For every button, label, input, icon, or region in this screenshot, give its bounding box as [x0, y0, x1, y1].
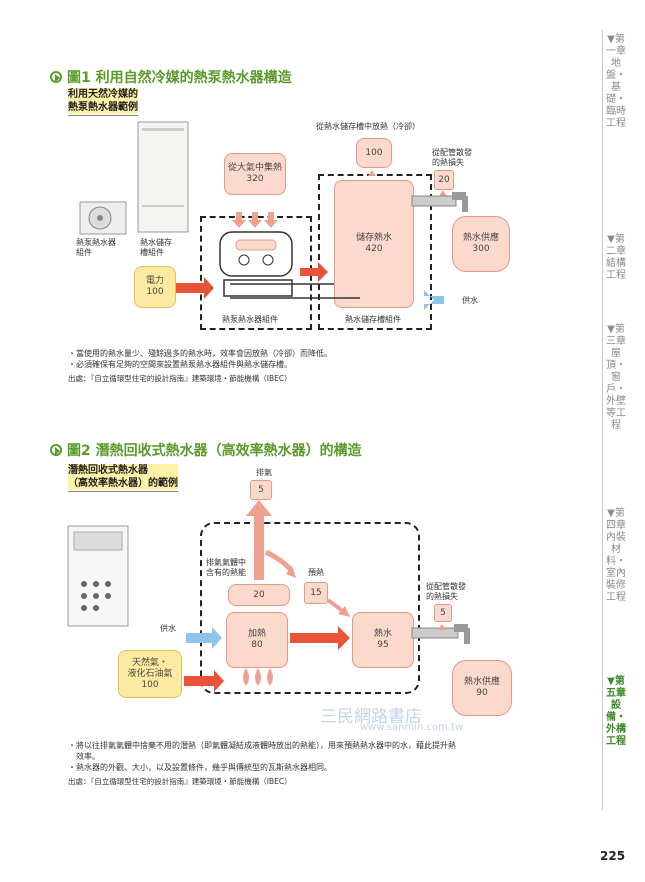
chapter-index-2[interactable]: ▼第二章 結構工程: [606, 234, 626, 281]
latent-heat-label: 排氣氣體中含有的熱能: [206, 558, 246, 577]
fig1-title: 圖1 利用自然冷媒的熱泵熱水器構造: [50, 67, 292, 87]
preheat-box: 15: [304, 582, 328, 604]
fig1-example-label: 利用天然冷媒的 熱泵熱水器範例: [68, 88, 138, 116]
chapter-index-1[interactable]: ▼第一章 地盤・基礎・臨時工程: [606, 34, 626, 129]
heat-pump-module-label: 熱泵熱水器組件: [222, 315, 278, 324]
chapter-index-3[interactable]: ▼第三章 屋頂・窗戶・外壁等工程: [606, 324, 626, 431]
fig2-pipe-loss-label: 從配管散發的熱損失: [426, 582, 466, 601]
heat-pump-unit-label: 熱泵熱水器組件: [76, 238, 116, 257]
watermark-url: www.sanmin.com.tw: [360, 722, 464, 733]
fig2-notes: ・將以往排氣氣體中捨棄不用的潛熱（即氣體凝結成液體時放出的熱能），用來預熱熱水器…: [68, 741, 456, 772]
preheat-label: 預熱: [308, 568, 324, 577]
chapter-index-4[interactable]: ▼第四章 內裝材料・室內裝修工程: [606, 508, 626, 603]
tank-heat-loss-label: 從熱水儲存槽中放熱（冷卻）: [316, 122, 420, 131]
fig1-pipe-loss-label: 從配管散發的熱損失: [432, 148, 472, 167]
fig2-source: 出處：『自立循環型住宅的設計指南』建築環境・節能機構（IBEC）: [68, 777, 292, 786]
watermark-text: 三民網路書店: [320, 707, 422, 727]
tank-heat-loss-box: 100: [356, 138, 392, 168]
heat-pump-illustration: [79, 121, 189, 235]
tank-module-label: 熱水儲存槽組件: [345, 315, 401, 324]
fig1-notes: ・當使用的熱水量少、殘餘過多的熱水時，效率會因放熱（冷卻）而降低。 ・必須確保有…: [68, 349, 332, 369]
fig2-pipe-loss-box: 5: [434, 604, 452, 622]
fig1-pipe-loss-box: 20: [434, 170, 454, 190]
side-index-divider: [602, 30, 603, 810]
fig2-water-in-label: 供水: [160, 624, 176, 633]
bullet-icon: [50, 71, 62, 83]
storage-unit-label: 熱水儲存槽組件: [140, 238, 172, 257]
fig1-source: 出處：『自立循環型住宅的設計指南』建築環境・節能機構（IBEC）: [68, 374, 292, 383]
fig1-water-supply-label: 供水: [462, 296, 478, 305]
exhaust-label: 排氣: [256, 468, 272, 477]
chapter-index-5[interactable]: ▼第五章 設備・外構工程: [606, 676, 626, 747]
fig2-title: 圖2 潛熱回收式熱水器（高效率熱水器）的構造: [50, 440, 362, 460]
latent-heat-box: 20: [228, 584, 290, 606]
page-number: 225: [600, 849, 626, 863]
bullet-icon: [50, 444, 62, 456]
fig2-module-boundary: [200, 522, 420, 694]
exhaust-box: 5: [250, 480, 272, 500]
fig2-example-label: 潛熱回收式熱水器 （高效率熱水器）的範例: [68, 464, 178, 492]
gas-water-heater-illustration: [67, 525, 129, 627]
heat-pump-cycle-diagram: [219, 231, 293, 297]
